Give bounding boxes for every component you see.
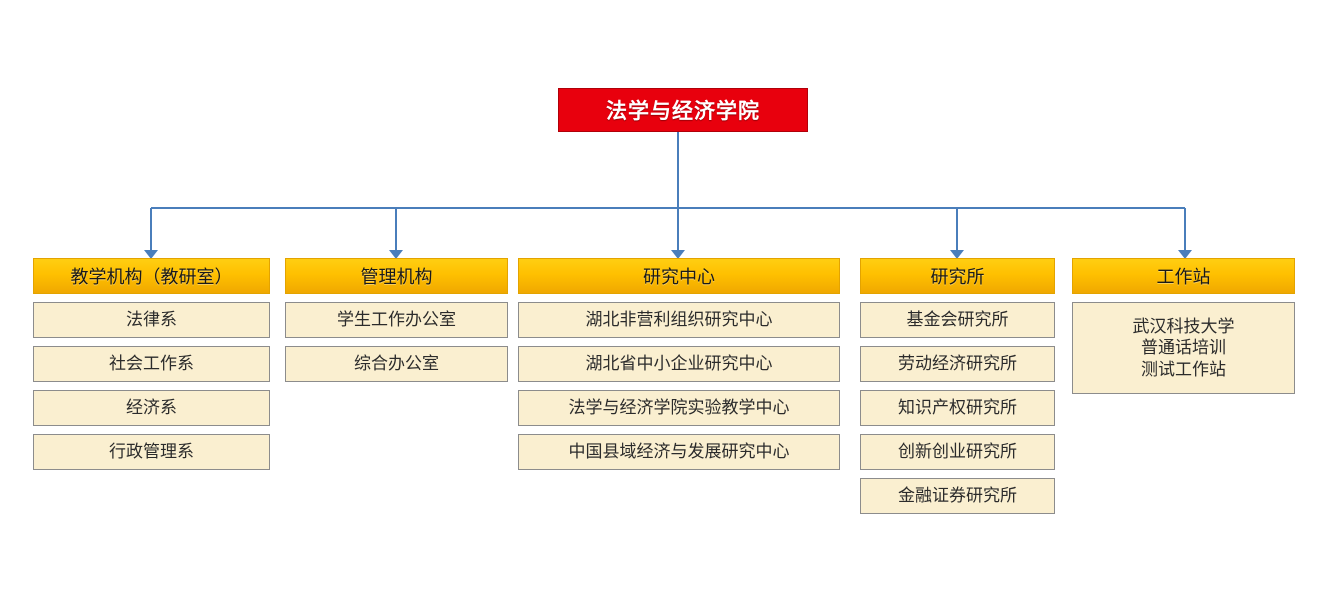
list-item[interactable]: 基金会研究所 (860, 302, 1055, 338)
list-item-label: 中国县域经济与发展研究中心 (568, 442, 790, 462)
list-item[interactable]: 金融证券研究所 (860, 478, 1055, 514)
column-header-label: 研究中心 (643, 267, 715, 287)
list-item[interactable]: 武汉科技大学 普通话培训 测试工作站 (1072, 302, 1295, 394)
column-teaching-organizations: 教学机构（教研室） 法律系 社会工作系 经济系 行政管理系 (33, 258, 270, 478)
column-item-list: 基金会研究所 劳动经济研究所 知识产权研究所 创新创业研究所 金融证券研究所 (860, 302, 1055, 514)
list-item[interactable]: 行政管理系 (33, 434, 270, 470)
column-research-centers: 研究中心 湖北非营利组织研究中心 湖北省中小企业研究中心 法学与经济学院实验教学… (518, 258, 840, 478)
list-item-label: 基金会研究所 (906, 310, 1009, 330)
column-header-label: 教学机构（教研室） (70, 267, 233, 287)
column-header-label: 管理机构 (360, 267, 433, 287)
list-item[interactable]: 知识产权研究所 (860, 390, 1055, 426)
column-item-list: 学生工作办公室 综合办公室 (285, 302, 508, 382)
list-item[interactable]: 法律系 (33, 302, 270, 338)
list-item[interactable]: 湖北省中小企业研究中心 (518, 346, 840, 382)
list-item[interactable]: 法学与经济学院实验教学中心 (518, 390, 840, 426)
column-header-teaching-organizations[interactable]: 教学机构（教研室） (33, 258, 270, 294)
column-header-research-institutes[interactable]: 研究所 (860, 258, 1055, 294)
list-item-label: 湖北非营利组织研究中心 (585, 310, 773, 330)
list-item-label: 法律系 (126, 310, 177, 330)
list-item-label: 湖北省中小企业研究中心 (585, 354, 773, 374)
list-item[interactable]: 社会工作系 (33, 346, 270, 382)
root-node-law-economics-college[interactable]: 法学与经济学院 (558, 88, 808, 132)
list-item[interactable]: 中国县域经济与发展研究中心 (518, 434, 840, 470)
list-item-label: 社会工作系 (109, 354, 194, 374)
list-item-label: 创新创业研究所 (898, 442, 1017, 462)
column-item-list: 武汉科技大学 普通话培训 测试工作站 (1072, 302, 1295, 394)
list-item-label: 经济系 (126, 398, 177, 418)
column-header-label: 研究所 (930, 267, 985, 287)
list-item-label: 学生工作办公室 (337, 310, 456, 330)
column-item-list: 法律系 社会工作系 经济系 行政管理系 (33, 302, 270, 470)
list-item-label: 劳动经济研究所 (898, 354, 1017, 374)
column-item-list: 湖北非营利组织研究中心 湖北省中小企业研究中心 法学与经济学院实验教学中心 中国… (518, 302, 840, 470)
list-item[interactable]: 创新创业研究所 (860, 434, 1055, 470)
list-item-label: 金融证券研究所 (898, 486, 1017, 506)
list-item-label: 武汉科技大学 普通话培训 测试工作站 (1132, 317, 1235, 379)
list-item[interactable]: 湖北非营利组织研究中心 (518, 302, 840, 338)
column-header-research-centers[interactable]: 研究中心 (518, 258, 840, 294)
list-item-label: 综合办公室 (354, 354, 439, 374)
column-header-label: 工作站 (1156, 267, 1211, 287)
list-item[interactable]: 学生工作办公室 (285, 302, 508, 338)
column-header-administrative-organizations[interactable]: 管理机构 (285, 258, 508, 294)
list-item-label: 法学与经济学院实验教学中心 (568, 398, 790, 418)
root-node-label: 法学与经济学院 (606, 99, 760, 123)
list-item-label: 行政管理系 (109, 442, 194, 462)
list-item[interactable]: 劳动经济研究所 (860, 346, 1055, 382)
column-header-workstations[interactable]: 工作站 (1072, 258, 1295, 294)
list-item-label: 知识产权研究所 (898, 398, 1017, 418)
list-item[interactable]: 综合办公室 (285, 346, 508, 382)
column-research-institutes: 研究所 基金会研究所 劳动经济研究所 知识产权研究所 创新创业研究所 金融证券研… (860, 258, 1055, 522)
list-item[interactable]: 经济系 (33, 390, 270, 426)
column-workstations: 工作站 武汉科技大学 普通话培训 测试工作站 (1072, 258, 1295, 402)
column-administrative-organizations: 管理机构 学生工作办公室 综合办公室 (285, 258, 508, 390)
